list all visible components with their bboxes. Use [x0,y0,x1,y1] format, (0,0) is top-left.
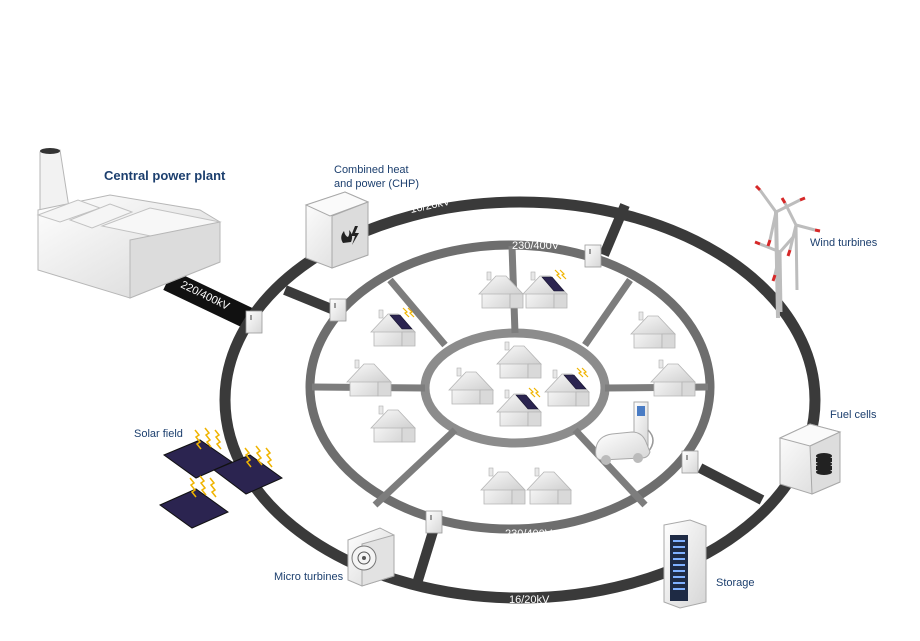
switchbox-transmission [245,310,263,334]
house-inner-1 [496,341,542,379]
house-inner-3-solar [497,388,541,426]
outer-spokes [283,203,765,592]
fuel-cells-label: Fuel cells [830,409,877,421]
house-left-3 [370,405,416,443]
middle-ring-230-400v [305,240,715,534]
switchbox-right [681,450,699,474]
house-bottom-1 [480,467,526,505]
house-bottom-2 [526,467,572,505]
voltage-label-middle-top: 230/400V [512,240,560,252]
house-inner-4-solar [545,368,589,406]
chp-label-line1: Combined heat [334,164,409,176]
transmission-line [163,270,257,330]
outer-ring-16-20kv [219,196,821,604]
storage-icon [663,519,707,609]
voltage-label-middle-bottom: 230/400V [505,528,553,540]
wind-turbines-icon [754,184,821,319]
storage-label: Storage [716,577,755,589]
house-right-1 [630,311,676,349]
switchbox-bottom [425,510,443,534]
fuel-cells-icon [778,423,842,495]
switchbox-left [329,298,347,322]
solar-field-icon [159,427,283,529]
central-power-plant-icon [36,148,222,299]
switchbox-top [584,244,602,268]
voltage-label-outer-bottom: 16/20kV [509,594,550,606]
wind-turbines-label: Wind turbines [810,237,878,249]
micro-turbines-icon [347,527,395,587]
inner-spokes [311,245,709,508]
house-left-1-solar [371,308,415,346]
electric-car-icon [595,431,651,465]
house-left-2 [346,359,392,397]
solar-field-label: Solar field [134,428,183,440]
house-right-2 [650,359,696,397]
chp-icon [304,191,370,269]
house-top-2-solar [523,270,567,308]
house-inner-2 [448,367,494,405]
micro-turbines-label: Micro turbines [274,571,344,583]
central-power-plant-label: Central power plant [104,168,226,183]
chp-label-line2: and power (CHP) [334,178,419,190]
